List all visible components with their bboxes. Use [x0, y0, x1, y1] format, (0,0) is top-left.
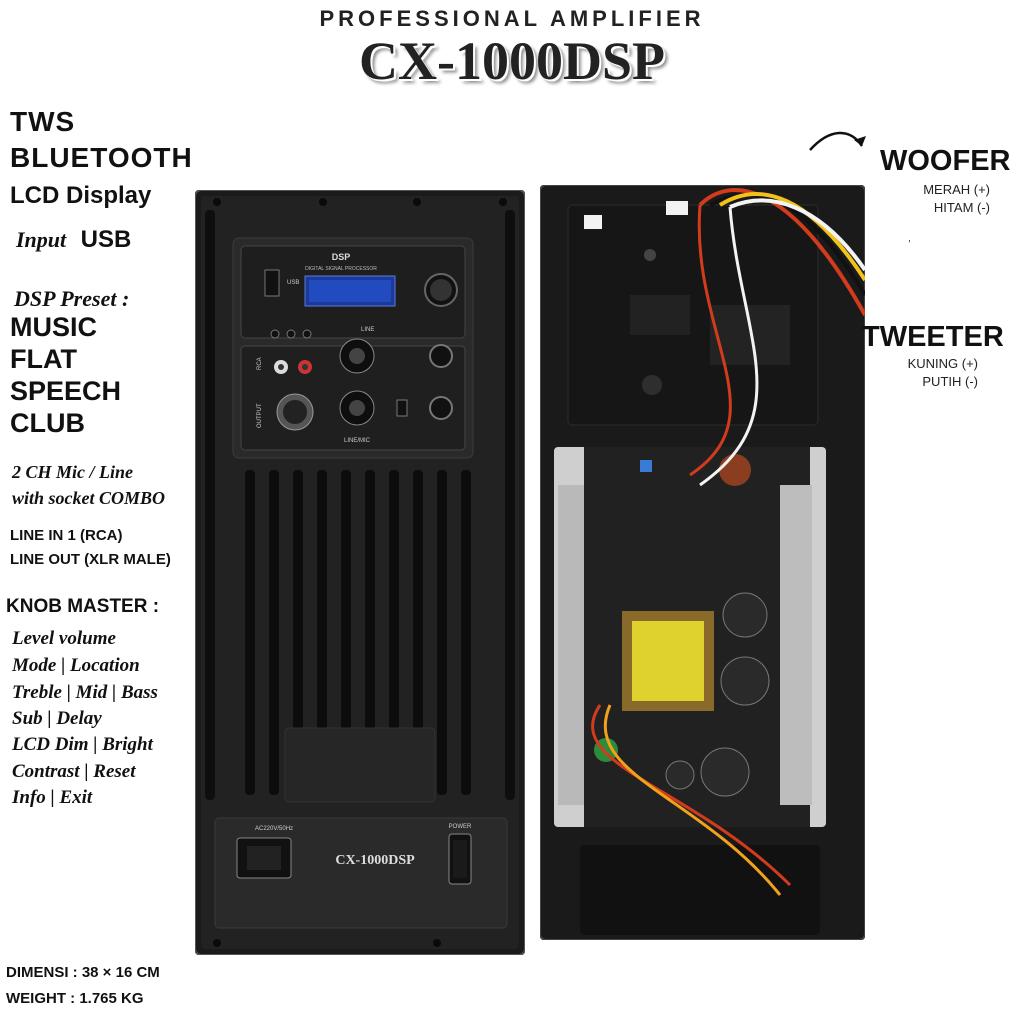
line-in: LINE IN 1 (RCA): [10, 527, 123, 544]
preset-club: CLUB: [10, 408, 85, 438]
power-label: POWER: [449, 824, 472, 830]
woofer-title: WOOFER: [880, 145, 1011, 177]
knob-master-title: KNOB MASTER :: [6, 596, 160, 617]
tweeter-title: TWEETER: [862, 321, 1004, 353]
header-tagline: PROFESSIONAL AMPLIFIER: [319, 6, 705, 31]
ac-input-label: AC220V/50Hz: [255, 826, 293, 832]
knob-item: LCD Dim | Bright: [12, 734, 153, 755]
preset-speech: SPEECH: [10, 376, 122, 406]
knob-item: Treble | Mid | Bass: [12, 682, 158, 703]
feature-bluetooth: BLUETOOTH: [10, 142, 193, 173]
knob-item: Sub | Delay: [12, 708, 102, 729]
knob-item: Level volume: [12, 628, 116, 649]
dsp-preset-title: DSP Preset :: [14, 286, 130, 311]
knob-item: Contrast | Reset: [12, 761, 136, 782]
output-label: OUTPUT: [257, 403, 263, 428]
dsp-logo-text: DSP: [332, 252, 351, 262]
feature-tws: TWS: [10, 106, 76, 137]
woofer-negative: HITAM (-): [933, 200, 990, 215]
mic-line-1: 2 CH Mic / Line: [12, 462, 133, 482]
preset-flat: FLAT: [10, 344, 77, 374]
knob-item: Info | Exit: [12, 787, 93, 808]
spec-dimension: DIMENSI : 38 × 16 CM: [6, 964, 160, 981]
wiring-arrows: [809, 131, 910, 243]
line-input-label: LINE: [361, 327, 374, 333]
input-value: USB: [80, 226, 132, 253]
arrow-woofer-icon: [854, 136, 866, 146]
tweeter-positive: KUNING (+): [907, 356, 978, 371]
tweeter-negative: PUTIH (-): [922, 374, 978, 389]
linemic-label: LINE/MIC: [344, 438, 371, 444]
rca-label: RCA: [257, 357, 263, 370]
amplifier-front-panel: DSP DIGITAL SIGNAL PROCESSOR USB RCA OUT…: [195, 190, 525, 955]
input-label: Input: [16, 227, 67, 252]
line-out: LINE OUT (XLR MALE): [10, 551, 171, 568]
amplifier-internal-view: [540, 185, 865, 940]
mic-line-2: with socket COMBO: [12, 488, 166, 508]
feature-input: Input USB: [16, 226, 131, 254]
usb-port-label: USB: [287, 280, 299, 286]
spec-weight: WEIGHT : 1.765 KG: [6, 990, 144, 1007]
feature-lcd: LCD Display: [10, 182, 152, 209]
woofer-positive: MERAH (+): [923, 182, 990, 197]
dsp-subtitle-text: DIGITAL SIGNAL PROCESSOR: [305, 266, 377, 272]
model-title: CX-1000DSP: [359, 31, 665, 91]
preset-music: MUSIC: [10, 312, 97, 342]
plate-model-text: CX-1000DSP: [335, 853, 415, 868]
knob-item: Mode | Location: [12, 655, 140, 676]
